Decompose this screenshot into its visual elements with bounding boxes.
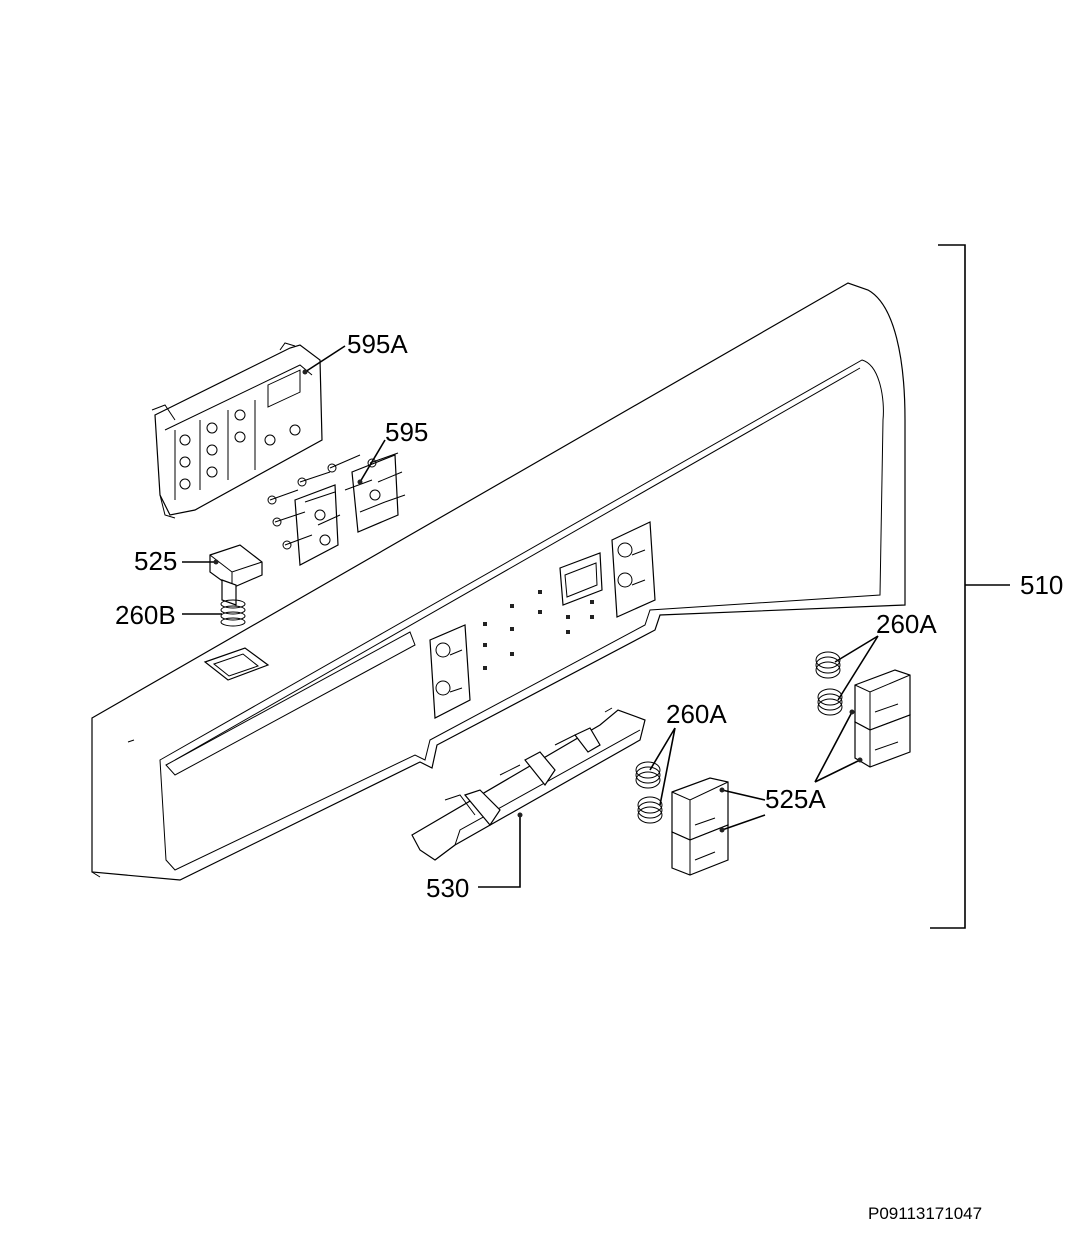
part-595-connectors <box>267 452 406 566</box>
part-260A-springs-right <box>815 651 843 716</box>
leader-dots <box>213 369 863 833</box>
label-530: 530 <box>426 873 469 903</box>
label-260B: 260B <box>115 600 176 630</box>
control-panel-body <box>91 282 906 881</box>
bracket-510 <box>930 244 1010 929</box>
leader-lines <box>182 345 879 888</box>
label-595A: 595A <box>347 329 408 359</box>
reference-code: P09113171047 <box>868 1204 982 1223</box>
label-595: 595 <box>385 417 428 447</box>
part-260B-spring <box>220 599 246 627</box>
part-525A-buttons-middle <box>671 777 729 876</box>
label-525A: 525A <box>765 784 826 814</box>
label-260A-right: 260A <box>876 609 937 639</box>
part-525-button <box>209 544 263 606</box>
part-525A-buttons-right <box>854 669 911 768</box>
part-595A-board <box>151 342 323 519</box>
part-260A-springs-middle <box>635 761 663 824</box>
part-530-bracket <box>411 707 646 861</box>
label-510: 510 <box>1020 570 1063 600</box>
label-260A-middle: 260A <box>666 699 727 729</box>
label-525: 525 <box>134 546 177 576</box>
